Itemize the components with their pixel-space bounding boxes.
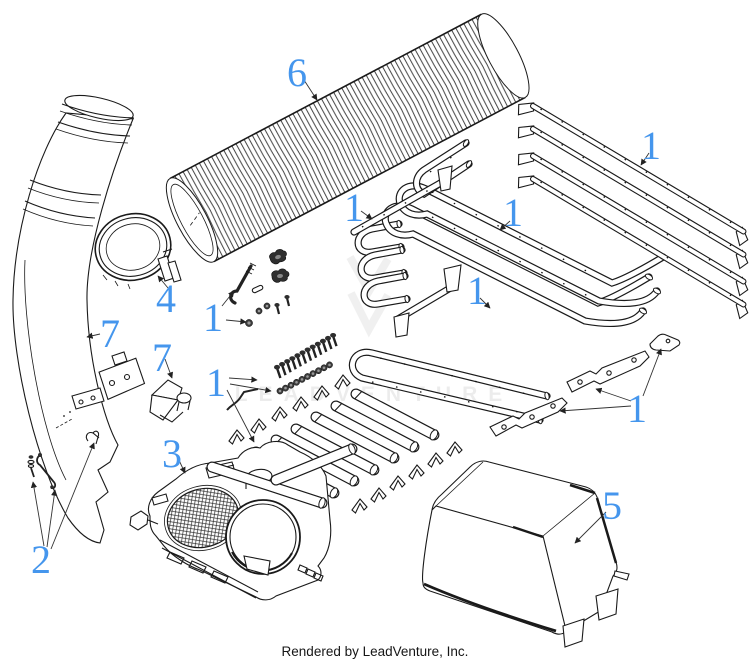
housing-hook <box>129 510 149 531</box>
rendered-by-credit: Rendered by LeadVenture, Inc. <box>281 644 469 659</box>
deflector-bracket <box>149 379 192 423</box>
j-bolt-hardware-kit <box>229 246 291 327</box>
mounting-plates <box>489 333 681 437</box>
callout-4[interactable]: 4 <box>156 276 176 321</box>
cover-flap <box>562 618 585 648</box>
latch-hardware <box>27 453 57 490</box>
frame-cross-tube-lower <box>393 264 462 338</box>
callout-2[interactable]: 2 <box>31 537 51 582</box>
callout-1f[interactable]: 1 <box>641 123 661 168</box>
blower-housing <box>129 440 332 601</box>
hose-clamp <box>94 212 182 290</box>
frame-hairpin-tube <box>417 139 473 194</box>
chute-bracket <box>55 351 146 445</box>
small-bolts <box>245 295 291 327</box>
front-tubes <box>206 443 358 509</box>
callout-7a[interactable]: 7 <box>100 311 120 356</box>
hose-opening <box>165 177 219 263</box>
callout-1b[interactable]: 1 <box>344 185 364 230</box>
bag-cover <box>422 460 630 648</box>
leader-lines <box>30 79 662 550</box>
callout-1c[interactable]: 1 <box>206 360 226 405</box>
chute-opening <box>64 94 134 122</box>
housing-grill <box>166 487 240 549</box>
bent-rod <box>226 388 259 411</box>
callout-3[interactable]: 3 <box>162 431 182 476</box>
callout-1e[interactable]: 1 <box>467 268 487 313</box>
fastener-rows <box>226 331 338 411</box>
corrugated-hose <box>165 13 530 263</box>
frame-staple-tubes <box>358 219 409 304</box>
callout-1d[interactable]: 1 <box>503 190 523 235</box>
callout-5[interactable]: 5 <box>602 483 622 528</box>
callout-numbers: 6 4 7 7 1 1 1 1 1 1 1 2 3 5 <box>31 50 661 582</box>
callout-1g[interactable]: 1 <box>627 386 647 431</box>
bag-frame-tubes <box>350 97 750 425</box>
callout-7b[interactable]: 7 <box>152 335 172 380</box>
frame-cross-tube-upper <box>350 165 453 236</box>
frame-flag <box>437 165 453 192</box>
callout-6[interactable]: 6 <box>287 50 307 95</box>
callout-1a[interactable]: 1 <box>203 295 223 340</box>
discharge-chute <box>12 94 146 544</box>
cover-flap <box>595 588 619 621</box>
